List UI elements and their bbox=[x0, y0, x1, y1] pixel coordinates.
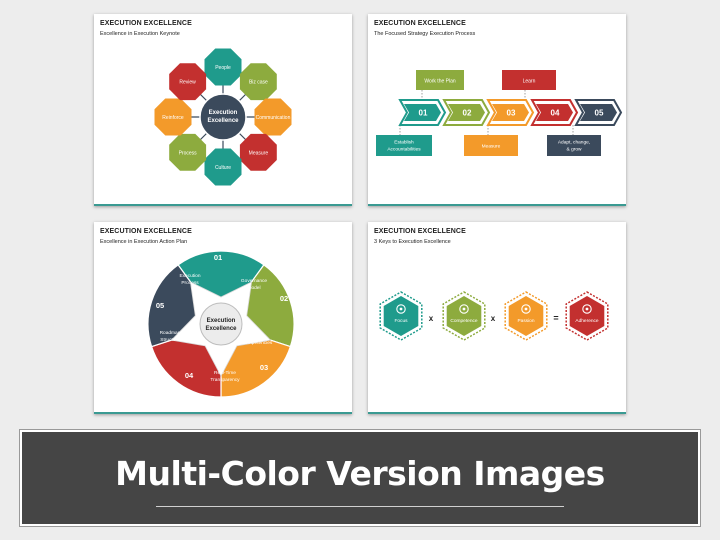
banner-underline bbox=[156, 506, 564, 507]
octagon-node bbox=[169, 63, 207, 101]
hexagon-fill bbox=[383, 296, 419, 336]
key-icon-dot bbox=[399, 307, 403, 311]
chevron-step bbox=[536, 104, 573, 121]
operator-equals: = bbox=[553, 313, 558, 323]
center-circle bbox=[199, 302, 243, 346]
center-label-line1: Execution bbox=[207, 318, 236, 324]
center-circle bbox=[199, 93, 247, 141]
label-box-establish bbox=[376, 135, 432, 156]
slide-title: EXECUTION EXCELLENCE bbox=[374, 228, 466, 235]
octagon-node bbox=[169, 133, 207, 171]
segment-label: Competencies bbox=[242, 340, 273, 346]
label-box-measure bbox=[464, 135, 518, 156]
segment-label: model bbox=[247, 285, 260, 291]
node-label: Measure bbox=[249, 150, 269, 156]
slide-thumbnail-process[interactable]: EXECUTION EXCELLENCE The Focused Strateg… bbox=[368, 14, 626, 206]
segment-label: Skills & bbox=[249, 333, 266, 339]
key-label: Passion bbox=[517, 318, 534, 324]
label-establish-line1: Establish bbox=[394, 140, 414, 146]
slide-subtitle: Excellence in Execution Keynote bbox=[100, 31, 180, 37]
node-label: Process bbox=[179, 150, 198, 156]
segment-number: 03 bbox=[260, 363, 268, 372]
slide-subtitle: Excellence in Execution Action Plan bbox=[100, 239, 188, 245]
segment-label: Transparency bbox=[210, 377, 240, 383]
slide-title: EXECUTION EXCELLENCE bbox=[100, 228, 192, 235]
slide-thumbnail-three-keys[interactable]: EXECUTION EXCELLENCE 3 Keys to Execution… bbox=[368, 222, 626, 414]
hexagon-fill bbox=[508, 296, 544, 336]
step-number: 05 bbox=[595, 109, 604, 118]
key-icon-dot bbox=[524, 307, 528, 311]
segment-label: Governance bbox=[241, 278, 267, 284]
label-measure: Measure bbox=[482, 144, 501, 150]
label-work-the-plan: Work the Plan bbox=[424, 79, 456, 85]
slide-title: EXECUTION EXCELLENCE bbox=[100, 20, 192, 27]
center-label-line2: Excellence bbox=[207, 118, 239, 124]
octagon-node bbox=[239, 63, 277, 101]
key-icon-dot bbox=[585, 307, 589, 311]
label-establish-line2: Accountabilities bbox=[387, 147, 421, 153]
node-label: Culture bbox=[215, 165, 231, 171]
octagon-node bbox=[239, 133, 277, 171]
segment-number: 01 bbox=[214, 253, 222, 262]
key-icon bbox=[396, 304, 406, 314]
step-number: 02 bbox=[463, 109, 472, 118]
label-box-adapt bbox=[547, 135, 601, 156]
octagon-node bbox=[154, 98, 192, 136]
segment-label: Real-Time bbox=[214, 370, 236, 376]
segment-number: 04 bbox=[185, 371, 194, 380]
label-adapt-line1: Adapt, change, bbox=[558, 140, 590, 146]
chevron-step bbox=[404, 104, 441, 121]
slide-thumbnail-keynote[interactable]: EXECUTION EXCELLENCE Excellence in Execu… bbox=[94, 14, 352, 206]
chevron-step bbox=[580, 104, 617, 121]
title-banner: Multi-Color Version Images bbox=[20, 430, 700, 526]
step-number: 04 bbox=[551, 109, 560, 118]
label-box-learn bbox=[502, 70, 556, 90]
chevron-step bbox=[448, 104, 485, 121]
segment-label: Process bbox=[181, 280, 199, 286]
chevron-process-diagram: Work the Plan Learn 01 02 03 04 05 Establish… bbox=[376, 70, 623, 156]
key-icon-dot bbox=[462, 307, 466, 311]
banner-title: Multi-Color Version Images bbox=[115, 454, 605, 493]
key-icon bbox=[459, 304, 469, 314]
key-icon bbox=[521, 304, 531, 314]
segment-number: 02 bbox=[280, 294, 288, 303]
slide-subtitle: 3 Keys to Execution Excellence bbox=[374, 239, 451, 245]
node-label: Reinforce bbox=[162, 115, 184, 121]
label-adapt-line2: & grow bbox=[567, 147, 582, 153]
key-label: Focus bbox=[394, 318, 408, 324]
label-learn: Learn bbox=[523, 79, 536, 85]
step-number: 03 bbox=[507, 109, 516, 118]
hexagon-equation-diagram: Focus Competence Passion Adherence x x = bbox=[379, 291, 609, 341]
center-label-line1: Execution bbox=[209, 110, 238, 116]
octagon-node bbox=[204, 148, 242, 186]
node-label: Communication bbox=[256, 115, 291, 121]
segment-label: Execution bbox=[179, 273, 200, 279]
key-icon bbox=[582, 304, 592, 314]
hexagon-fill bbox=[569, 296, 605, 336]
key-label: Competence bbox=[450, 318, 478, 324]
node-label: Biz case bbox=[249, 80, 268, 86]
octagon-node bbox=[254, 98, 292, 136]
star-ring-diagram: Execution Excellence 01ExecutionProcess0… bbox=[147, 250, 295, 398]
ring-segment bbox=[177, 250, 265, 326]
slide-thumbnail-action-plan[interactable]: EXECUTION EXCELLENCE Excellence in Execu… bbox=[94, 222, 352, 414]
slide-title: EXECUTION EXCELLENCE bbox=[374, 20, 466, 27]
label-box-work-the-plan bbox=[416, 70, 464, 90]
segment-label: Roadmap bbox=[160, 330, 181, 336]
operator-times-1: x bbox=[429, 314, 434, 323]
step-number: 01 bbox=[419, 109, 428, 118]
segment-number: 05 bbox=[156, 301, 164, 310]
key-label: Adherence bbox=[575, 318, 599, 324]
hexagon-fill bbox=[446, 296, 482, 336]
octagon-node bbox=[204, 48, 242, 86]
segment-label: Structure bbox=[160, 337, 180, 343]
center-label-line2: Excellence bbox=[205, 326, 237, 332]
slide-subtitle: The Focused Strategy Execution Process bbox=[374, 31, 476, 37]
operator-times-2: x bbox=[491, 314, 496, 323]
chevron-step bbox=[492, 104, 529, 121]
node-label: Review bbox=[179, 80, 196, 86]
node-label: People bbox=[215, 65, 231, 71]
